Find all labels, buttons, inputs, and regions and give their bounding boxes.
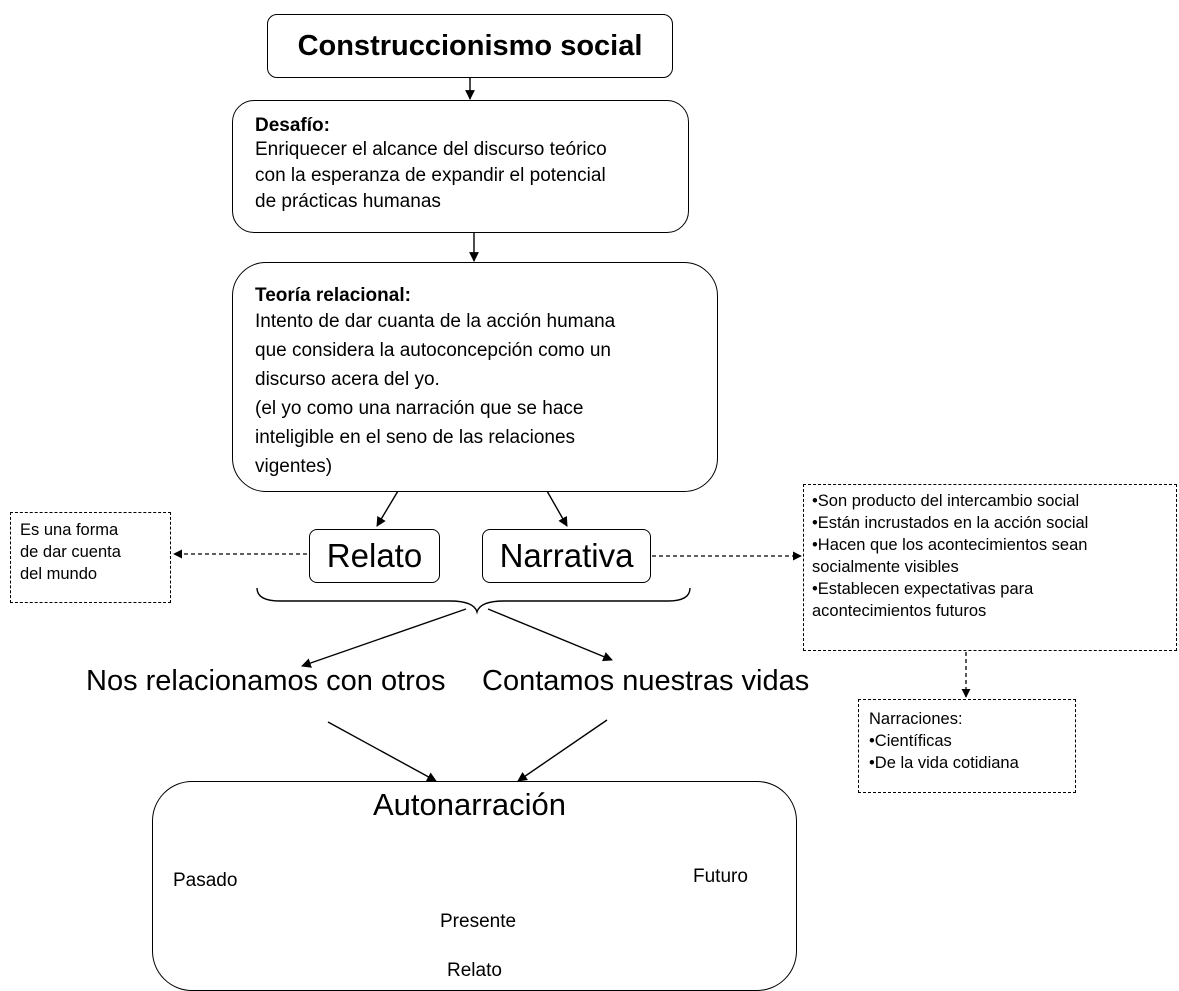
pasado-label: Pasado bbox=[173, 870, 238, 891]
narraciones-box: Narraciones: •Científicas •De la vida co… bbox=[858, 699, 1076, 793]
relato-note-line: del mundo bbox=[20, 565, 98, 583]
arrow-teoria-relato bbox=[376, 490, 399, 527]
relato-box: Relato bbox=[309, 529, 440, 583]
right-outcome-label: Contamos nuestras vidas bbox=[482, 665, 810, 697]
narrativa-note-line: •Están incrustados en la acción social bbox=[812, 514, 1089, 532]
diagram-title: Construccionismo social bbox=[297, 29, 643, 62]
teoria-box: Teoría relacional: Intento de dar cuanta… bbox=[232, 262, 718, 492]
futuro-label: Futuro bbox=[693, 866, 748, 887]
arrow-left-auto bbox=[327, 721, 437, 782]
brace bbox=[256, 587, 691, 615]
narrativa-notes-box: •Son producto del intercambio social •Es… bbox=[803, 484, 1177, 651]
arrow-brace-right bbox=[487, 608, 613, 662]
narrativa-note-line: •Hacen que los acontecimientos sean bbox=[812, 536, 1088, 554]
arrow-right-auto bbox=[517, 719, 608, 782]
narrativa-box: Narrativa bbox=[482, 529, 651, 583]
narraciones-line: •De la vida cotidiana bbox=[869, 754, 1019, 772]
desafio-line: Enriquecer el alcance del discurso teóri… bbox=[255, 139, 607, 160]
narrativa-note-line: acontecimientos futuros bbox=[812, 602, 987, 620]
desafio-line: de prácticas humanas bbox=[255, 191, 441, 212]
teoria-line: discurso acera del yo. bbox=[255, 369, 440, 390]
narrativa-note-line: •Establecen expectativas para bbox=[812, 580, 1034, 598]
relato-label: Relato bbox=[326, 537, 423, 574]
autonarracion-title: Autonarración bbox=[373, 787, 567, 822]
left-outcome-label: Nos relacionamos con otros bbox=[86, 665, 446, 697]
arrow-brace-left bbox=[301, 608, 467, 668]
teoria-line: que considera la autoconcepción como un bbox=[255, 340, 611, 361]
teoria-line: (el yo como una narración que se hace bbox=[255, 398, 584, 419]
presente-label: Presente bbox=[440, 911, 517, 932]
desafio-heading: Desafío: bbox=[255, 115, 330, 136]
teoria-heading: Teoría relacional: bbox=[255, 285, 411, 306]
title-box: Construccionismo social bbox=[267, 14, 673, 78]
narraciones-line: Narraciones: bbox=[869, 710, 963, 728]
relato-note-line: Es una forma bbox=[20, 521, 119, 539]
narrativa-note-line: socialmente visibles bbox=[812, 558, 959, 576]
teoria-line: inteligible en el seno de las relaciones bbox=[255, 427, 576, 448]
autonarracion-box bbox=[152, 781, 797, 991]
arrow-teoria-narrativa bbox=[546, 490, 568, 527]
teoria-line: Intento de dar cuanta de la acción human… bbox=[255, 311, 616, 332]
desafio-line: con la esperanza de expandir el potencia… bbox=[255, 165, 606, 186]
relato-note-box: Es una forma de dar cuenta del mundo bbox=[10, 512, 171, 603]
narraciones-line: •Científicas bbox=[869, 732, 952, 750]
desafio-box: Desafío: Enriquecer el alcance del discu… bbox=[232, 100, 689, 233]
relato-note-line: de dar cuenta bbox=[20, 543, 121, 561]
narrativa-note-line: •Son producto del intercambio social bbox=[812, 492, 1080, 510]
teoria-line: vigentes) bbox=[255, 456, 333, 477]
timeline-relato-label: Relato bbox=[447, 960, 502, 981]
narrativa-label: Narrativa bbox=[499, 537, 634, 574]
